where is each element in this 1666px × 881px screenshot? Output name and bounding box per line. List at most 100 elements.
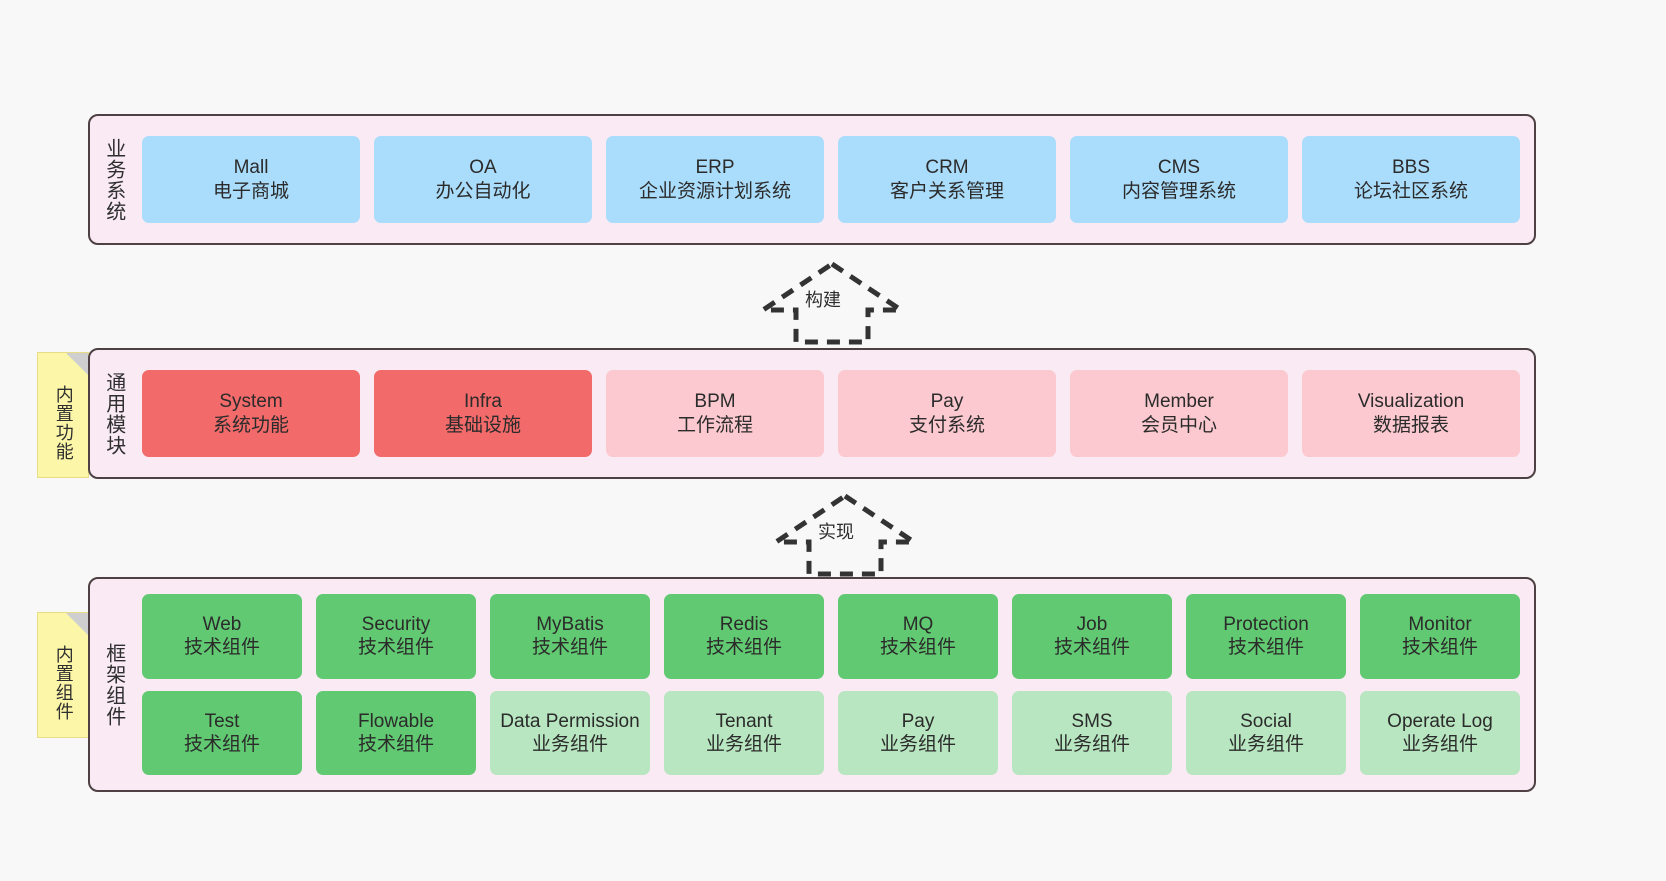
note-builtin-components-label: 内置组件 xyxy=(53,645,74,721)
card-operate-log-desc: 业务组件 xyxy=(1401,733,1478,755)
card-sms[interactable]: SMS 业务组件 xyxy=(1012,690,1172,775)
card-operate-log[interactable]: Operate Log 业务组件 xyxy=(1360,690,1520,775)
card-mybatis-name: MyBatis xyxy=(536,614,604,636)
card-security-name: Security xyxy=(361,614,431,636)
card-data-permission-name: Data Permission xyxy=(500,710,640,732)
card-test[interactable]: Test 技术组件 xyxy=(142,690,302,775)
card-protection-desc: 技术组件 xyxy=(1227,637,1304,659)
arrow-build-label: 构建 xyxy=(805,290,841,310)
card-redis-desc: 技术组件 xyxy=(705,637,782,659)
card-mall-desc: 电子商城 xyxy=(212,180,289,202)
card-pay-module[interactable]: Pay 支付系统 xyxy=(838,370,1056,457)
layer-title-business: 业务系统 xyxy=(102,137,125,222)
card-erp-name: ERP xyxy=(695,157,735,179)
card-social[interactable]: Social 业务组件 xyxy=(1186,690,1346,775)
card-member-name: Member xyxy=(1144,391,1214,413)
card-mq-desc: 技术组件 xyxy=(879,637,956,659)
card-pay-component-desc: 业务组件 xyxy=(879,733,956,755)
card-bbs-desc: 论坛社区系统 xyxy=(1353,180,1468,202)
card-bpm[interactable]: BPM 工作流程 xyxy=(606,370,824,457)
arrow-implement: 实现 xyxy=(767,490,923,578)
card-bbs[interactable]: BBS 论坛社区系统 xyxy=(1302,136,1520,223)
framework-row-business: Test 技术组件 Flowable 技术组件 Data Permission … xyxy=(142,690,1520,775)
card-visualization-name: Visualization xyxy=(1357,391,1465,413)
card-social-desc: 业务组件 xyxy=(1227,733,1304,755)
card-sms-name: SMS xyxy=(1071,710,1113,732)
note-builtin-components: 内置组件 xyxy=(37,612,89,738)
card-web-desc: 技术组件 xyxy=(183,637,260,659)
layer-title-framework: 框架组件 xyxy=(102,642,125,727)
card-erp[interactable]: ERP 企业资源计划系统 xyxy=(606,136,824,223)
card-social-name: Social xyxy=(1240,710,1292,732)
card-job[interactable]: Job 技术组件 xyxy=(1012,594,1172,679)
card-flowable-desc: 技术组件 xyxy=(357,733,434,755)
card-cms[interactable]: CMS 内容管理系统 xyxy=(1070,136,1288,223)
card-pay-component[interactable]: Pay 业务组件 xyxy=(838,690,998,775)
card-mybatis[interactable]: MyBatis 技术组件 xyxy=(490,594,650,679)
card-mybatis-desc: 技术组件 xyxy=(531,637,608,659)
card-flowable-name: Flowable xyxy=(357,710,435,732)
card-data-permission[interactable]: Data Permission 业务组件 xyxy=(490,690,650,775)
card-mall-name: Mall xyxy=(233,157,269,179)
card-protection-name: Protection xyxy=(1223,614,1309,636)
card-flowable[interactable]: Flowable 技术组件 xyxy=(316,690,476,775)
card-mq[interactable]: MQ 技术组件 xyxy=(838,594,998,679)
card-web-name: Web xyxy=(202,614,242,636)
card-infra[interactable]: Infra 基础设施 xyxy=(374,370,592,457)
card-monitor-desc: 技术组件 xyxy=(1401,637,1478,659)
layer-framework-components: 框架组件 Web 技术组件 Security 技术组件 MyBatis 技术组件… xyxy=(88,577,1536,792)
card-erp-desc: 企业资源计划系统 xyxy=(638,180,791,202)
layer-body-common: System 系统功能 Infra 基础设施 BPM 工作流程 Pay 支付系统… xyxy=(136,350,1534,477)
card-web[interactable]: Web 技术组件 xyxy=(142,594,302,679)
card-test-desc: 技术组件 xyxy=(183,733,260,755)
arrow-build: 构建 xyxy=(754,258,910,346)
card-security[interactable]: Security 技术组件 xyxy=(316,594,476,679)
card-pay-module-desc: 支付系统 xyxy=(908,414,985,436)
card-visualization[interactable]: Visualization 数据报表 xyxy=(1302,370,1520,457)
card-pay-module-name: Pay xyxy=(930,391,964,413)
card-bbs-name: BBS xyxy=(1391,157,1431,179)
arrow-build-shape xyxy=(754,260,910,345)
card-tenant[interactable]: Tenant 业务组件 xyxy=(664,690,824,775)
card-crm-name: CRM xyxy=(925,157,969,179)
card-bpm-name: BPM xyxy=(694,391,736,413)
card-monitor[interactable]: Monitor 技术组件 xyxy=(1360,594,1520,679)
card-tenant-name: Tenant xyxy=(715,710,773,732)
card-member-desc: 会员中心 xyxy=(1140,414,1217,436)
card-system[interactable]: System 系统功能 xyxy=(142,370,360,457)
card-operate-log-name: Operate Log xyxy=(1387,710,1493,732)
layer-body-framework: Web 技术组件 Security 技术组件 MyBatis 技术组件 Redi… xyxy=(136,579,1534,790)
card-sms-desc: 业务组件 xyxy=(1053,733,1130,755)
card-mall[interactable]: Mall 电子商城 xyxy=(142,136,360,223)
note-builtin-features-label: 内置功能 xyxy=(53,385,74,461)
card-crm[interactable]: CRM 客户关系管理 xyxy=(838,136,1056,223)
card-visualization-desc: 数据报表 xyxy=(1372,414,1449,436)
card-infra-desc: 基础设施 xyxy=(444,414,521,436)
card-redis-name: Redis xyxy=(719,614,769,636)
arrow-implement-label: 实现 xyxy=(818,522,854,542)
layer-title-common: 通用模块 xyxy=(102,371,125,456)
card-redis[interactable]: Redis 技术组件 xyxy=(664,594,824,679)
card-system-name: System xyxy=(219,391,283,413)
card-system-desc: 系统功能 xyxy=(212,414,289,436)
card-bpm-desc: 工作流程 xyxy=(676,414,753,436)
card-tenant-desc: 业务组件 xyxy=(705,733,782,755)
card-member[interactable]: Member 会员中心 xyxy=(1070,370,1288,457)
card-security-desc: 技术组件 xyxy=(357,637,434,659)
card-job-desc: 技术组件 xyxy=(1053,637,1130,659)
note-builtin-features: 内置功能 xyxy=(37,352,89,478)
card-cms-desc: 内容管理系统 xyxy=(1121,180,1236,202)
arrow-implement-shape xyxy=(767,492,923,577)
layer-body-business: Mall 电子商城 OA 办公自动化 ERP 企业资源计划系统 CRM 客户关系… xyxy=(136,116,1534,243)
card-monitor-name: Monitor xyxy=(1408,614,1472,636)
card-oa-desc: 办公自动化 xyxy=(435,180,531,202)
card-mq-name: MQ xyxy=(902,614,934,636)
card-oa-name: OA xyxy=(469,157,497,179)
card-job-name: Job xyxy=(1076,614,1108,636)
card-protection[interactable]: Protection 技术组件 xyxy=(1186,594,1346,679)
card-crm-desc: 客户关系管理 xyxy=(889,180,1004,202)
card-oa[interactable]: OA 办公自动化 xyxy=(374,136,592,223)
card-test-name: Test xyxy=(204,710,240,732)
card-cms-name: CMS xyxy=(1157,157,1201,179)
